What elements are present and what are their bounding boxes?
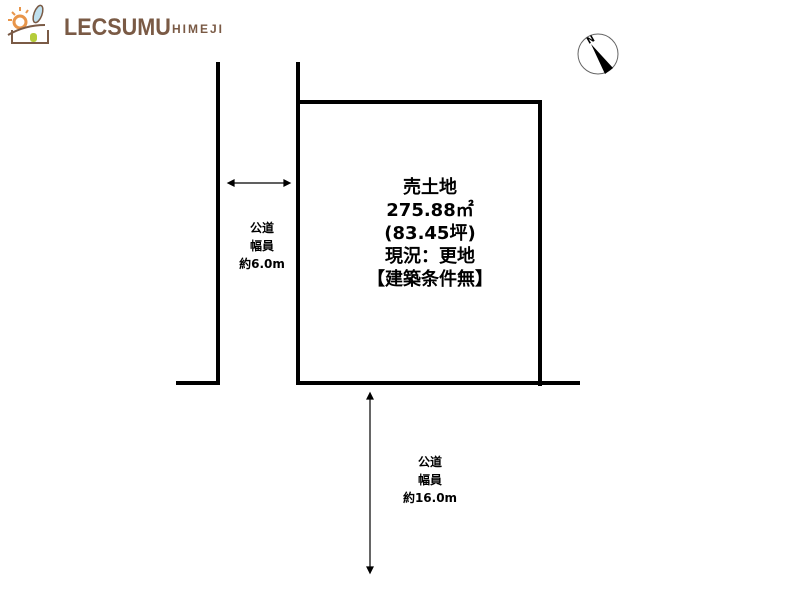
road-type: 公道 [417, 455, 442, 469]
svg-text:N: N [585, 34, 597, 46]
road-type: 公道 [249, 221, 274, 235]
plot-boundary-top-right [298, 100, 542, 386]
compass: N [577, 33, 619, 75]
plot-area-sqm: 275.88㎡ [386, 200, 474, 221]
road-width-value: 約6.0m [239, 257, 285, 271]
logo-subtext: HIMEJI [172, 22, 225, 36]
plot-conditions: 【建築条件無】 [367, 269, 493, 290]
west-road-boundary [176, 62, 220, 385]
logo-mark [7, 4, 49, 44]
road-width-label: 幅員 [249, 239, 274, 253]
south-road-label: 公道 幅員 約16.0m [385, 453, 475, 507]
logo-text: LECSUMU [64, 14, 171, 41]
plot-info: 売土地 275.88㎡ (83.45坪) 現況：更地 【建築条件無】 [330, 176, 530, 291]
plot-status: 現況：更地 [385, 246, 475, 267]
plot-boundary [296, 62, 580, 385]
plot-area-tsubo: (83.45坪) [384, 223, 476, 244]
plot-type: 売土地 [403, 177, 457, 198]
road-width-label: 幅員 [417, 473, 442, 487]
road-width-value: 約16.0m [402, 491, 458, 505]
west-road-label: 公道 幅員 約6.0m [222, 219, 302, 273]
